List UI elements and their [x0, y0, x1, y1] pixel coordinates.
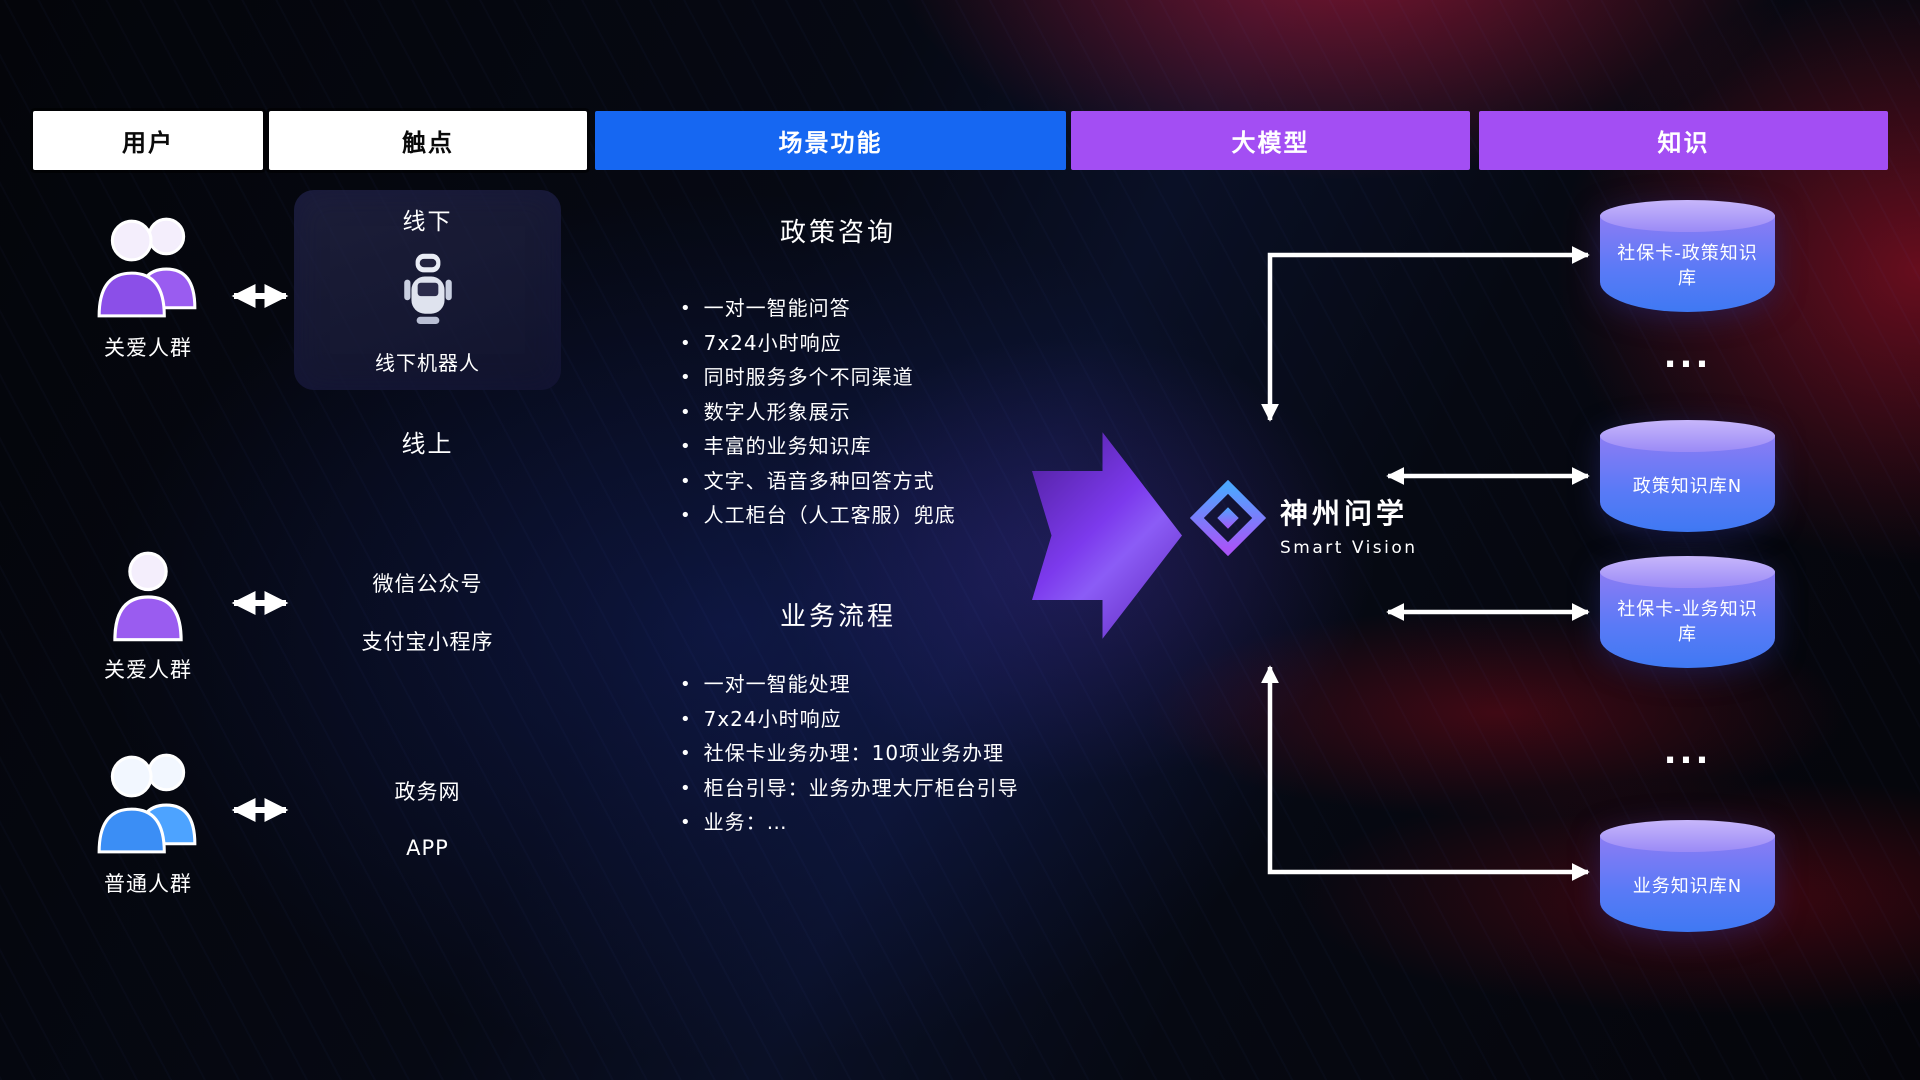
knowledge-db-social-policy: 社保卡-政策知识库 [1600, 200, 1775, 312]
channel-gov-web: 政务网 [394, 780, 461, 804]
knowledge-db-label: 政策知识库N [1632, 475, 1743, 497]
column-header-label: 用户 [122, 129, 174, 157]
offline-title: 线下 [402, 209, 453, 235]
knowledge-db-social-business: 社保卡-业务知识库 [1600, 556, 1775, 668]
database-cylinder-top [1600, 556, 1775, 588]
list-item: 一对一智能问答 [680, 292, 956, 327]
knowledge-db-policy-n: 政策知识库N [1600, 420, 1775, 532]
knowledge-db-label: 业务知识库N [1632, 875, 1743, 897]
list-item: 文字、语音多种回答方式 [680, 465, 956, 500]
users-group-purple-icon [97, 217, 197, 318]
list-item: 业务：… [680, 806, 1019, 841]
list-item: 柜台引导：业务办理大厅柜台引导 [680, 772, 1019, 807]
user-group-label: 关爱人群 [104, 336, 192, 360]
knowledge-db-label: 社保卡-业务知识库 [1617, 599, 1758, 645]
list-item: 人工柜台（人工客服）兜底 [680, 499, 956, 534]
policy-consult-title: 政策咨询 [779, 218, 896, 248]
list-item: 丰富的业务知识库 [680, 430, 956, 465]
column-header-users: 用户 [33, 111, 263, 170]
business-process-title: 业务流程 [779, 602, 896, 632]
offline-robot-label: 线下机器人 [375, 351, 480, 375]
list-item: 7x24小时响应 [680, 327, 956, 362]
database-cylinder-top [1600, 820, 1775, 852]
list-item: 数字人形象展示 [680, 396, 956, 431]
elbow-arrow-to-db4 [1261, 665, 1590, 881]
column-header-knowledge: 知识 [1479, 111, 1888, 170]
knowledge-db-business-n: 业务知识库N [1600, 820, 1775, 932]
business-feature-list: 一对一智能处理 7x24小时响应 社保卡业务办理：10项业务办理 柜台引导：业务… [680, 668, 1019, 841]
user-group-general: 普通人群 [68, 746, 228, 898]
model-name: 神州问学 [1280, 497, 1409, 530]
offline-touchpoint-card: 线下 线下机器人 [294, 190, 561, 390]
ellipsis-more-dbs: ... [1663, 732, 1712, 772]
database-cylinder-top [1600, 200, 1775, 232]
users-group-blue-icon [97, 753, 197, 854]
policy-feature-list: 一对一智能问答 7x24小时响应 同时服务多个不同渠道 数字人形象展示 丰富的业… [680, 292, 956, 534]
diamond-logo-icon [1190, 480, 1266, 556]
database-cylinder-top [1600, 420, 1775, 452]
list-item: 一对一智能处理 [680, 668, 1019, 703]
column-header-touchpoints: 触点 [269, 111, 587, 170]
column-header-large-model: 大模型 [1071, 111, 1470, 170]
knowledge-db-label: 社保卡-政策知识库 [1617, 243, 1758, 289]
channel-app: APP [406, 836, 449, 860]
user-group-label: 普通人群 [104, 872, 192, 896]
column-header-label: 场景功能 [778, 129, 883, 157]
list-item: 7x24小时响应 [680, 703, 1019, 738]
channel-wechat-official: 微信公众号 [372, 572, 483, 596]
column-header-label: 触点 [402, 129, 454, 157]
user-group-care: 关爱人群 [68, 210, 228, 362]
elbow-arrow-to-db1 [1261, 246, 1590, 422]
flow-arrow-right-icon [1032, 432, 1182, 639]
model-subtitle: Smart Vision [1280, 538, 1418, 558]
online-title: 线上 [401, 430, 454, 458]
ellipsis-more-dbs: ... [1663, 336, 1712, 376]
robot-icon [403, 253, 452, 324]
user-single-care: 关爱人群 [68, 550, 228, 684]
list-item: 同时服务多个不同渠道 [680, 361, 956, 396]
list-item: 社保卡业务办理：10项业务办理 [680, 737, 1019, 772]
channel-alipay-miniapp: 支付宝小程序 [361, 630, 494, 654]
column-header-scene-functions: 场景功能 [595, 111, 1066, 170]
user-single-purple-icon [113, 551, 183, 642]
user-group-label: 关爱人群 [104, 658, 192, 682]
model-logo: 神州问学 Smart Vision [1190, 480, 1418, 558]
column-header-label: 知识 [1657, 129, 1710, 157]
column-header-label: 大模型 [1231, 129, 1310, 157]
